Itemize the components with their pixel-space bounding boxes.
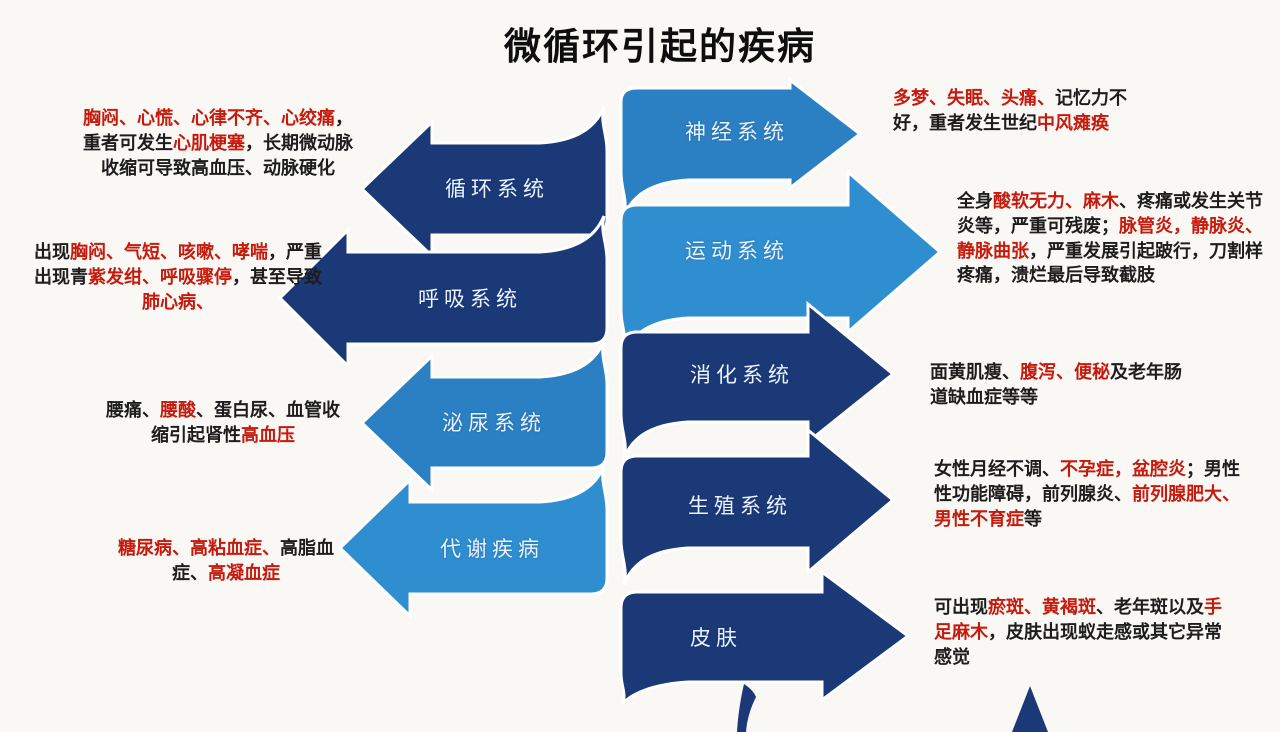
label-urinary-system: 泌尿系统	[442, 412, 546, 435]
label-reproductive-system: 生殖系统	[688, 495, 792, 518]
label-motor-system: 运动系统	[685, 240, 789, 263]
label-digestive-system: 消化系统	[690, 364, 794, 387]
desc-motor-system: 全身酸软无力、麻木、疼痛或发生关节炎等，严重可残废；脉管炎，静脉炎、静脉曲张，严…	[957, 191, 1263, 286]
desc-skin: 可出现瘀斑、黄褐斑、老年斑以及手足麻木，皮肤出现蚁走感或其它异常感觉	[934, 597, 1222, 667]
page-title: 微循环引起的疾病	[504, 26, 816, 67]
desc-metabolic-diseases: 糖尿病、高粘血症、高脂血症、高凝血症	[118, 538, 334, 583]
cropped-arrow-fragment	[737, 684, 756, 732]
arrow-respiratory-system	[277, 215, 609, 370]
arrow-metabolic-diseases	[337, 465, 609, 620]
desc-nervous-system: 多梦、失眠、头痛、记忆力不好，重者发生世纪中风瘫痪	[893, 88, 1127, 133]
label-metabolic-diseases: 代谢疾病	[440, 538, 544, 561]
arrow-skin	[619, 569, 911, 706]
cropped-arrowhead-fragment	[1012, 686, 1048, 732]
arrow-digestive-system	[619, 300, 896, 459]
label-nervous-system: 神经系统	[685, 121, 789, 144]
label-circulatory-system: 循环系统	[445, 178, 549, 201]
desc-respiratory-system: 出现胸闷、气短、咳嗽、哮喘，严重出现青紫发绀、呼吸骤停，甚至导致肺心病、	[34, 242, 322, 312]
label-respiratory-system: 呼吸系统	[418, 288, 522, 311]
arrow-nervous-system	[619, 76, 863, 217]
desc-circulatory-system: 胸闷、心慌、心律不齐、心绞痛，重者可发生心肌梗塞，长期微动脉收缩可导致高血压、动…	[83, 108, 353, 178]
desc-digestive-system: 面黄肌瘦、腹泻、便秘及老年肠道缺血症等等	[930, 362, 1182, 407]
arrow-urinary-system	[359, 340, 609, 494]
label-skin: 皮肤	[690, 627, 742, 650]
desc-urinary-system: 腰痛、腰酸、蛋白尿、血管收缩引起肾性高血压	[106, 400, 340, 445]
arrow-reproductive-system	[619, 426, 896, 585]
desc-reproductive-system: 女性月经不调、不孕症，盆腔炎；男性性功能障碍，前列腺炎、前列腺肥大、男性不育症等	[934, 459, 1240, 529]
